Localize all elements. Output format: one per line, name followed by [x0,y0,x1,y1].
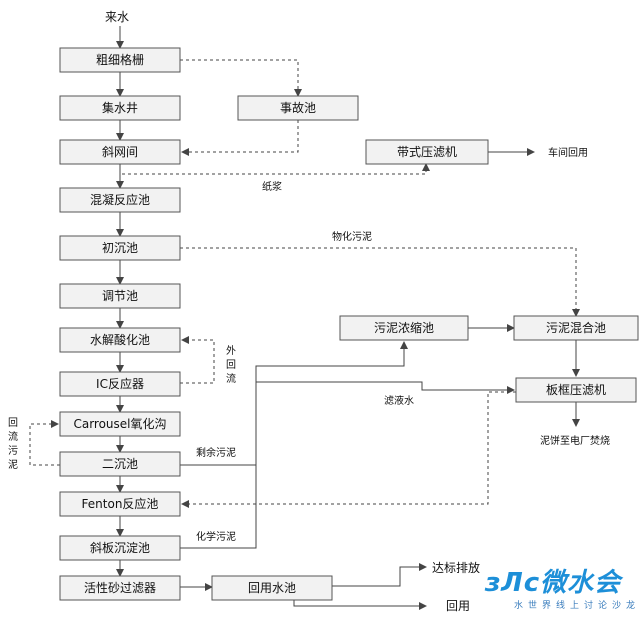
box-primary-clarifier [59,235,181,261]
return-sludge-label: 泥 [8,458,18,471]
box-secondary-clarifier [59,451,181,477]
solid-connectors [116,26,580,610]
edge-pulp [119,163,430,175]
node-label: 二沉池 [102,457,138,471]
edge-internal-reflux [180,336,215,384]
node-label: 斜板沉淀池 [90,541,150,555]
return-sludge-label: 回 [8,417,18,429]
dashed-connectors [29,59,580,508]
watermark-subtitle: 水世界线上讨论沙龙 [514,601,640,611]
box-carrousel [59,411,181,437]
internal-reflux-label: 流 [226,372,236,385]
return-sludge-label: 污 [8,445,18,457]
node-label: 回用水池 [248,581,296,595]
node-label: 水解酸化池 [90,332,150,347]
edge-excess-sludge [180,341,408,466]
box-reuse-pool [211,575,333,601]
watermark-logo: ɜЛc微水会 水世界线上讨论沙龙 [486,562,636,614]
box-coarse-screen [59,47,181,73]
node-label: 初沉池 [102,241,138,255]
chemical-sludge-label: 化学污泥 [196,530,236,543]
box-lamella [59,535,181,561]
node-label: 事故池 [280,100,316,115]
node-label: IC反应器 [96,376,144,391]
discharge-label: 达标排放 [432,560,480,575]
physchem-sludge-label: 物化污泥 [332,230,372,243]
edge-reuse-reuse [293,598,427,610]
internal-reflux-label: 外 [226,345,236,357]
edge-reuse-discharge [332,563,427,587]
filtrate-label: 滤液水 [384,394,414,407]
node-label: 带式压滤机 [397,145,457,159]
cake-label: 泥饼至电厂焚烧 [540,434,610,447]
inflow-label: 来水 [105,10,129,24]
box-belt-press [365,139,489,165]
box-coag-tank [59,187,181,213]
node-label: Fenton反应池 [82,496,159,511]
node-label: 污泥混合池 [546,320,606,335]
edge-labels: 来水 车间回用 纸浆 物化污泥 外 回 流 回 流 污 泥 滤液水 剩余污泥 化… [8,10,610,613]
node-labels: 粗细格栅 集水井 事故池 斜网间 带式压滤机 混凝反应池 初沉池 调节池 水解酸… [73,52,606,595]
workshop-reuse-label: 车间回用 [548,146,588,159]
box-inclined-screen [59,139,181,165]
node-label: 活性砂过滤器 [84,581,156,595]
edge-filtrate [181,391,516,508]
box-sand-filter [59,575,181,601]
box-plate-press [515,377,637,403]
node-label: Carrousel氧化沟 [73,417,166,431]
edge-accident-inclined [181,120,299,156]
box-sludge-mixing [513,315,639,341]
node-label: 混凝反应池 [90,192,150,207]
node-label: 调节池 [102,289,138,303]
node-label: 粗细格栅 [96,52,144,67]
pulp-label: 纸浆 [262,180,282,193]
watermark-title: ɜЛc微水会 [486,568,622,598]
node-label: 板框压滤机 [546,383,606,397]
node-label: 斜网间 [102,145,138,159]
excess-sludge-label: 剩余污泥 [196,446,236,459]
return-sludge-label: 流 [8,430,18,443]
box-sludge-thickener [339,315,469,341]
box-accident-pool [237,95,359,121]
node-label: 集水井 [102,100,138,115]
edge-chemical-sludge [180,381,515,549]
box-equalization [59,283,181,309]
box-hydrolysis [59,327,181,353]
box-sump [59,95,181,121]
process-boxes [59,47,639,601]
edge-coarse-accident [180,59,302,97]
box-ic-reactor [59,371,181,397]
reuse-label: 回用 [446,599,470,613]
internal-reflux-label: 回 [226,359,236,371]
edge-physchem-sludge [180,247,580,317]
edge-return-sludge [29,420,60,466]
box-fenton [59,491,181,517]
node-label: 污泥浓缩池 [374,320,434,335]
